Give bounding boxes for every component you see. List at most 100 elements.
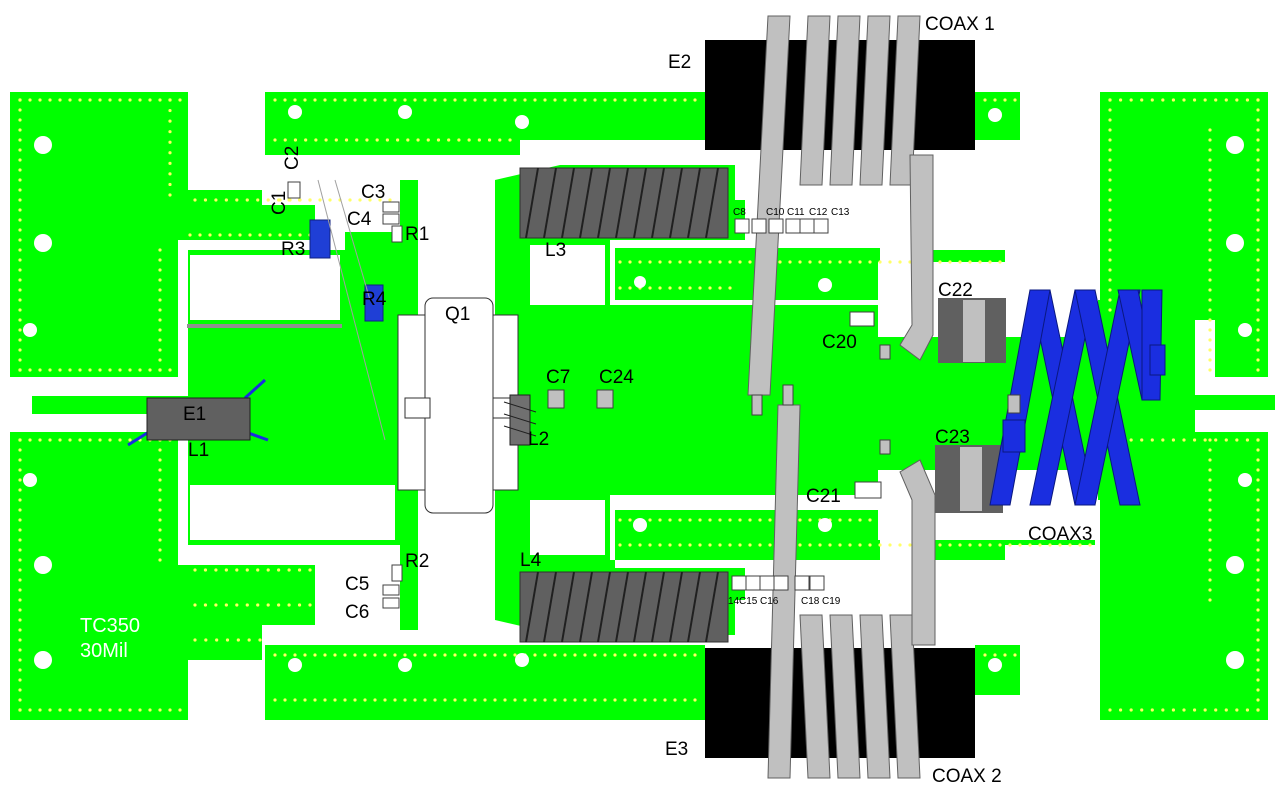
coax-pin [879, 439, 891, 455]
via [768, 518, 772, 522]
via [1208, 278, 1212, 282]
via [28, 438, 32, 442]
via [1108, 188, 1112, 192]
clearance-top [198, 170, 258, 178]
via [1256, 178, 1260, 182]
via [693, 653, 697, 657]
capacitor-bank-top [734, 218, 829, 234]
winding-line [669, 167, 683, 239]
via [268, 233, 272, 237]
via [938, 543, 942, 547]
via [158, 538, 162, 542]
via [1150, 98, 1154, 102]
via [553, 98, 557, 102]
via [18, 478, 22, 482]
label-coax3: COAX3 [1028, 524, 1092, 545]
via [393, 698, 397, 702]
via [1208, 258, 1212, 262]
via [738, 518, 742, 522]
via [948, 260, 952, 264]
via [818, 260, 822, 264]
via [1256, 488, 1260, 492]
via [533, 653, 537, 657]
via [1256, 518, 1260, 522]
via [728, 543, 732, 547]
smd-parts [287, 181, 882, 609]
via [603, 653, 607, 657]
via [215, 638, 219, 642]
label-coax1: COAX 1 [925, 14, 995, 35]
mount-hole [34, 136, 52, 154]
via [1256, 498, 1260, 502]
copper-top-rail [265, 92, 705, 155]
via [1108, 168, 1112, 172]
via [453, 653, 457, 657]
bank-capacitor [751, 218, 767, 234]
coax-pin [879, 344, 891, 360]
inductor-l4 [519, 571, 729, 643]
via [313, 653, 317, 657]
via [493, 698, 497, 702]
via [28, 708, 32, 712]
via [1129, 708, 1133, 712]
via [1192, 708, 1197, 712]
via [678, 518, 682, 522]
clearance-strip-gap-bot [615, 560, 880, 568]
via [416, 138, 420, 142]
via [643, 698, 647, 702]
via [293, 98, 297, 102]
inductor-l2 [503, 394, 537, 446]
via [423, 98, 427, 102]
via [658, 286, 662, 290]
inductor-l3 [519, 167, 729, 239]
via [1208, 358, 1212, 362]
via [178, 98, 182, 102]
via [808, 518, 812, 522]
via [1256, 198, 1260, 202]
via [658, 518, 662, 522]
via [198, 233, 202, 237]
via [238, 233, 242, 237]
via [593, 653, 597, 657]
via [355, 138, 359, 142]
via [1256, 158, 1260, 162]
label-c15: C15 [739, 596, 758, 607]
via [168, 140, 172, 144]
via [1208, 138, 1212, 142]
via [958, 260, 962, 264]
via [623, 698, 627, 702]
via [18, 198, 22, 202]
via [18, 518, 22, 522]
via [298, 198, 302, 202]
via [1208, 558, 1212, 562]
via [513, 98, 517, 102]
via [503, 98, 507, 102]
via [193, 198, 197, 202]
copper-left-upper [10, 92, 315, 377]
via [1182, 708, 1186, 712]
via [413, 98, 417, 102]
coax3-winding [989, 289, 1166, 506]
e1-lead [243, 378, 267, 400]
bank-capacitor [809, 575, 825, 591]
resistor-r3 [309, 219, 331, 259]
label-c23: C23 [935, 427, 970, 448]
via [48, 708, 52, 712]
via [266, 198, 270, 202]
via [1140, 98, 1144, 102]
via [304, 138, 308, 142]
via [1108, 218, 1112, 222]
via [848, 543, 852, 547]
via [678, 286, 682, 290]
via [256, 198, 260, 202]
bank-capacitor [799, 218, 815, 234]
via [288, 233, 292, 237]
capacitor-c21 [854, 481, 882, 499]
resistor-r4 [364, 284, 384, 322]
via [433, 653, 437, 657]
via [467, 138, 471, 142]
via [158, 288, 162, 292]
via [158, 458, 162, 462]
via [978, 260, 982, 264]
copper-left-lower [10, 432, 315, 720]
